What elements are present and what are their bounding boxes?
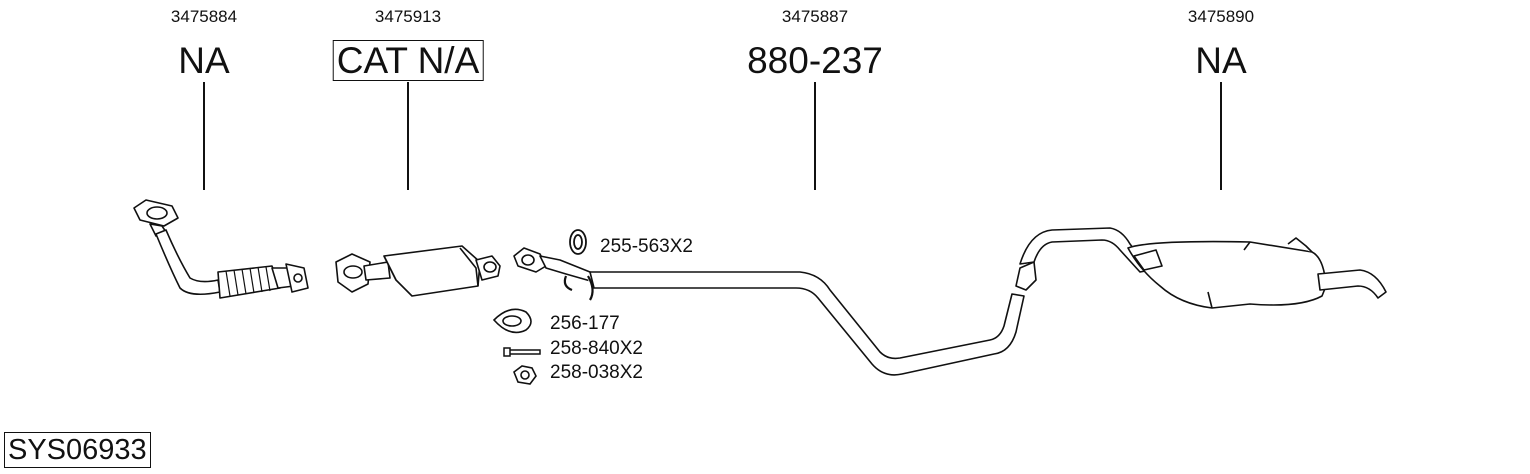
flange-gasket-icon — [492, 308, 532, 334]
part-number-2: CAT N/A — [332, 40, 484, 81]
catalytic-converter-icon — [335, 245, 501, 297]
accessory-label-nut: 258-038X2 — [550, 362, 643, 383]
oem-number-4: 3475890 — [1187, 7, 1255, 26]
oem-number-2: 3475913 — [374, 7, 442, 26]
oem-number-3: 3475887 — [781, 7, 849, 26]
oem-number-1: 3475884 — [170, 7, 238, 26]
part-number-4: NA — [1195, 40, 1247, 81]
part-number-3: 880-237 — [747, 40, 883, 81]
nut-icon — [513, 365, 537, 385]
accessory-label-ring-gasket: 255-563X2 — [600, 236, 693, 257]
rear-silencer-icon — [1015, 227, 1387, 309]
front-pipe-icon — [133, 199, 309, 299]
middle-pipe-icon — [513, 247, 1025, 376]
accessory-label-flange-gasket: 256-177 — [550, 313, 620, 334]
ring-gasket-icon — [569, 229, 587, 255]
accessory-label-bolt: 258-840X2 — [550, 338, 643, 359]
part-number-1: NA — [178, 40, 230, 81]
bolt-icon — [503, 347, 541, 357]
system-code-label: SYS06933 — [4, 432, 151, 468]
